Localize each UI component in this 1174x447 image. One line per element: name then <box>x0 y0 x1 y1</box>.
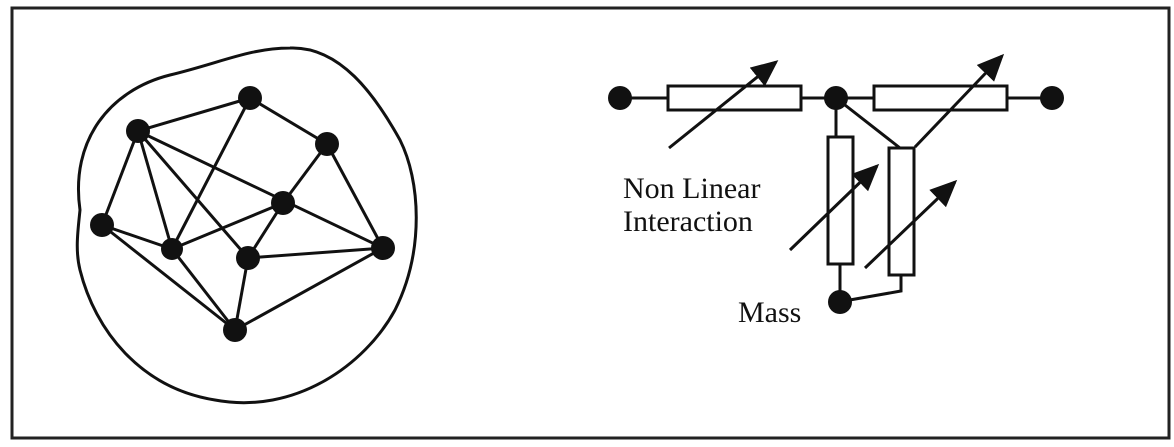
mass-label: Mass <box>738 296 801 329</box>
mass-node <box>824 86 848 110</box>
nonlinear-arrow <box>863 179 958 270</box>
schematic-group <box>620 53 1052 303</box>
figure-frame <box>10 6 1171 440</box>
network-node <box>236 246 260 270</box>
network-node <box>90 213 114 237</box>
mass-nodes <box>608 86 1064 314</box>
network-node <box>371 236 395 260</box>
nonlinear-arrow <box>668 60 779 150</box>
mass-node <box>828 290 852 314</box>
interaction-label-line1: Non Linear <box>623 172 760 205</box>
network-boundary <box>75 46 418 405</box>
interaction-element <box>872 84 1009 112</box>
network-node <box>271 191 295 215</box>
network-node <box>126 119 150 143</box>
network-node <box>238 86 262 110</box>
network-nodes <box>90 86 395 342</box>
mass-node <box>608 86 632 110</box>
network-node <box>161 238 183 260</box>
nonlinear-arrow <box>913 53 1005 149</box>
wire <box>835 96 901 150</box>
nonlinear-arrow <box>788 163 880 252</box>
interaction-element <box>666 84 803 112</box>
network-node <box>315 132 339 156</box>
network-node <box>223 318 247 342</box>
interaction-label-line2: Interaction <box>623 205 753 238</box>
network-group <box>75 46 418 405</box>
wire <box>843 275 903 303</box>
mass-node <box>1040 86 1064 110</box>
interaction-element <box>887 146 916 277</box>
